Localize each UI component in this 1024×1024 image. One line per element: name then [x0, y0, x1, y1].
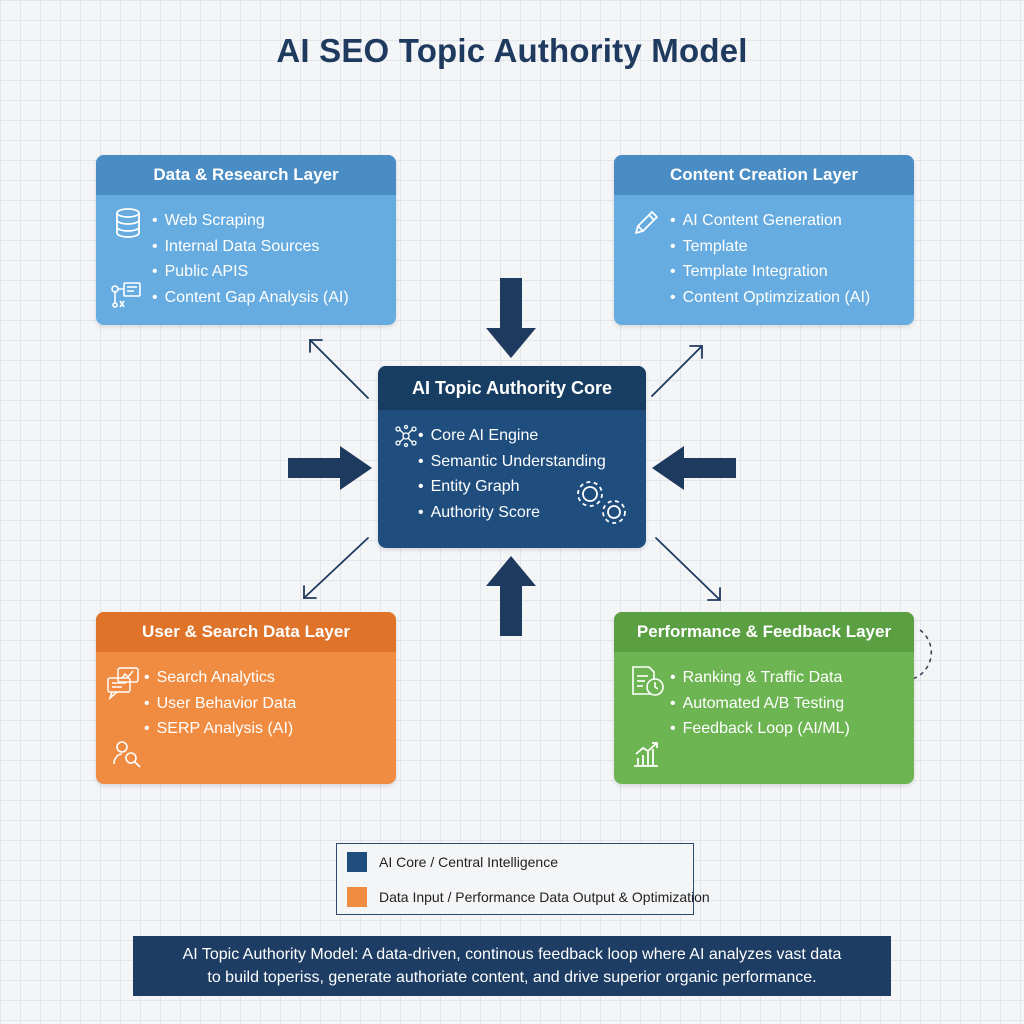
list-item: SERP Analysis (AI) [144, 716, 296, 742]
list-item: Content Gap Analysis (AI) [152, 285, 349, 311]
list-item: Authority Score [418, 500, 606, 526]
ai-core-title: AI Topic Authority Core [378, 366, 646, 410]
list-item: Public APIS [152, 259, 349, 285]
user-search-layer: User & Search Data Layer Search Analytic… [96, 612, 396, 784]
data-research-layer: Data & Research Layer Web Scraping Inter… [96, 155, 396, 325]
list-item: AI Content Generation [670, 208, 870, 234]
content-creation-layer: Content Creation Layer AI Content Genera… [614, 155, 914, 325]
list-item: Feedback Loop (AI/ML) [670, 716, 850, 742]
growth-chart-icon [632, 740, 660, 768]
list-item: Internal Data Sources [152, 234, 349, 260]
legend-label-data: Data Input / Performance Data Output & O… [379, 889, 710, 905]
legend-label-core: AI Core / Central Intelligence [379, 854, 558, 870]
database-icon [114, 207, 142, 239]
arrow-bottom-into-core [486, 556, 536, 636]
arrow-top-into-core [486, 278, 536, 358]
performance-feedback-items: Ranking & Traffic Data Automated A/B Tes… [670, 665, 850, 742]
caption-line-1: AI Topic Authority Model: A data-driven,… [182, 946, 842, 963]
user-search-icon [112, 738, 142, 768]
content-creation-layer-title: Content Creation Layer [614, 155, 914, 195]
list-item: Ranking & Traffic Data [670, 665, 850, 691]
data-research-layer-title: Data & Research Layer [96, 155, 396, 195]
content-creation-items: AI Content Generation Template Template … [670, 208, 871, 311]
ai-core-box: AI Topic Authority Core Core AI Engine S… [378, 366, 646, 548]
list-item: Content Optimzization (AI) [670, 285, 871, 311]
arrow-to-perf-layer [655, 537, 721, 601]
performance-feedback-layer: Performance & Feedback Layer Ranking & T… [614, 612, 914, 784]
caption-banner: AI Topic Authority Model: A data-driven,… [133, 936, 891, 996]
legend-swatch-core [347, 852, 367, 872]
list-item: Automated A/B Testing [670, 691, 850, 717]
list-item: Template Integration [670, 259, 870, 285]
caption-line-2: to build toperiss, generate authoriate c… [207, 969, 817, 986]
list-item: Entity Graph [418, 474, 606, 500]
legend-swatch-data [347, 887, 367, 907]
arrow-to-user-layer [303, 537, 369, 599]
flowchart-icon [110, 281, 142, 309]
list-item: User Behavior Data [144, 691, 297, 717]
arrow-to-content-layer [651, 345, 703, 397]
page-title: AI SEO Topic Authority Model [276, 32, 748, 69]
list-item: Web Scraping [152, 208, 349, 234]
pencil-icon [632, 209, 660, 237]
user-search-layer-title: User & Search Data Layer [96, 612, 396, 652]
legend: AI Core / Central Intelligence Data Inpu… [336, 843, 710, 915]
chat-analytics-icon [106, 666, 140, 700]
arrow-to-data-layer [309, 339, 369, 399]
performance-feedback-layer-title: Performance & Feedback Layer [614, 612, 914, 652]
neural-network-icon [394, 424, 418, 448]
list-item: Template [670, 234, 870, 260]
arrow-right-into-core [652, 446, 736, 490]
list-item: Core AI Engine [418, 423, 606, 449]
user-search-items: Search Analytics User Behavior Data SERP… [144, 665, 297, 742]
data-research-items: Web Scraping Internal Data Sources Publi… [152, 208, 349, 310]
list-item: Semantic Understanding [418, 449, 606, 475]
list-item: Search Analytics [144, 665, 296, 691]
arrow-left-into-core [288, 446, 372, 490]
ai-core-items: Core AI Engine Semantic Understanding En… [418, 423, 606, 525]
report-clock-icon [630, 664, 666, 698]
